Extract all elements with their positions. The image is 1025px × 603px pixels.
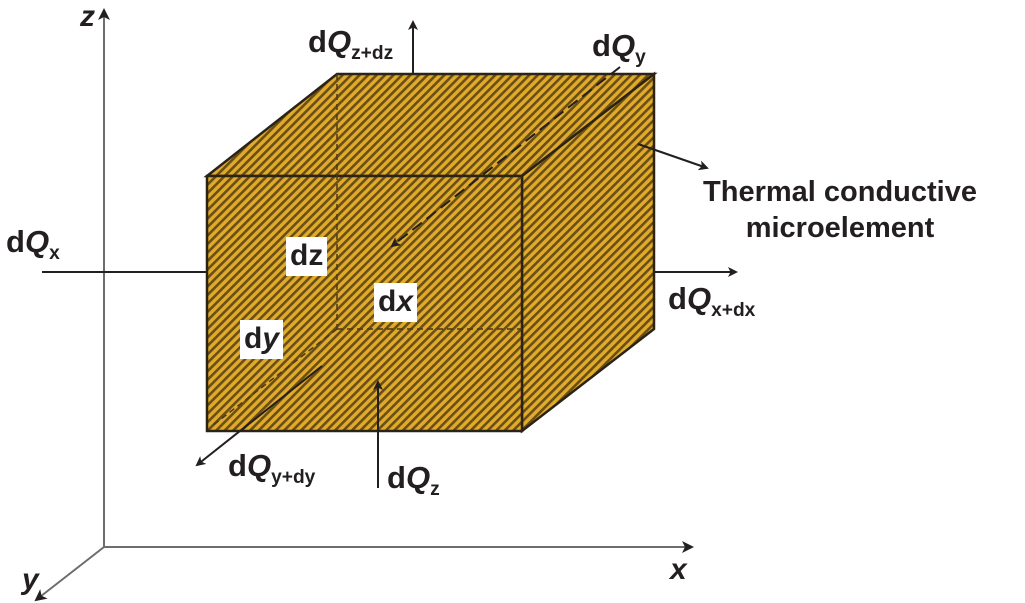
caption-line-1: Thermal conductive bbox=[703, 176, 977, 208]
dqz-label: dQz bbox=[387, 460, 440, 500]
microelement-caption: Thermal conductive microelement bbox=[664, 174, 1016, 246]
y-axis bbox=[34, 546, 105, 602]
callout-leader bbox=[637, 143, 709, 171]
caption-line-2: microelement bbox=[745, 212, 935, 244]
dqy-dy-label: dQy+dy bbox=[228, 448, 316, 488]
microelement-cube bbox=[203, 71, 658, 434]
axes bbox=[34, 8, 694, 602]
cube-front-face bbox=[205, 174, 524, 433]
dy-dimension-label: dy bbox=[240, 320, 284, 359]
dqy-label: dQy bbox=[592, 28, 646, 68]
y-axis-label: y bbox=[22, 563, 39, 596]
dx-dimension-label: dx bbox=[374, 283, 418, 322]
x-axis-label: x bbox=[670, 553, 687, 586]
dqz-dz-label: dQz+dz bbox=[308, 24, 394, 64]
z-axis-label: z bbox=[80, 0, 95, 33]
hidden-edge-depth bbox=[211, 328, 338, 427]
dqx-dx-label: dQx+dx bbox=[668, 281, 756, 321]
dqy-dy-arrow bbox=[195, 365, 323, 467]
dz-dimension-label: dz bbox=[286, 237, 328, 276]
dqy-arrow bbox=[390, 66, 621, 248]
dqx-label: dQx bbox=[6, 224, 60, 264]
